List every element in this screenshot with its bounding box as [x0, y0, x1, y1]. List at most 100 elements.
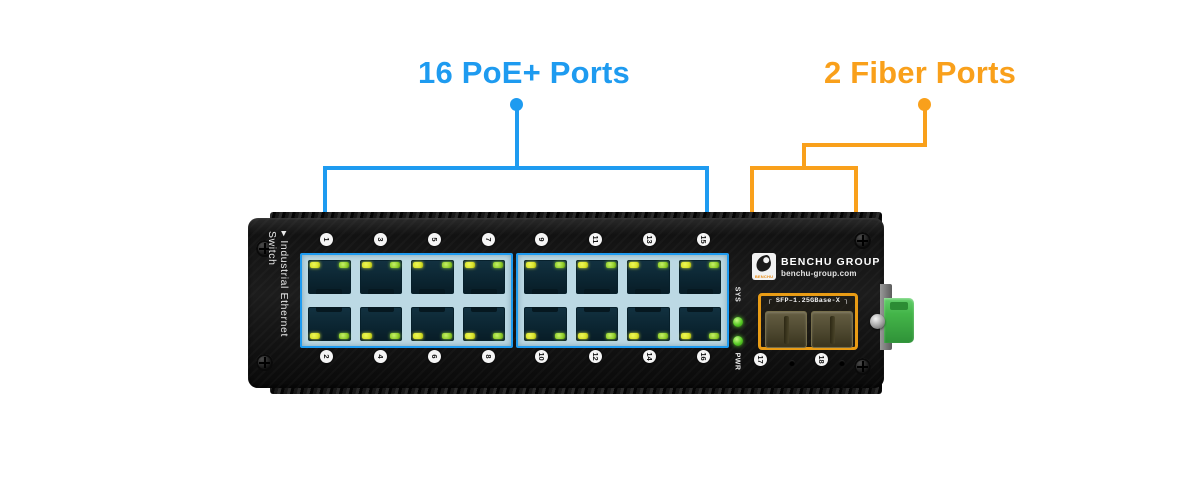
port-led-green: [709, 262, 719, 268]
port-number-badge: 11: [589, 233, 603, 246]
screw-icon: [854, 232, 871, 249]
port-led-green: [554, 262, 565, 268]
port-led-yellow: [577, 333, 588, 339]
port-led-green: [338, 262, 349, 268]
fiber-callout-drop: [802, 143, 806, 170]
rj45-port: [524, 307, 567, 341]
fiber-callout-bracket: [750, 166, 858, 220]
port-number-badge: 9: [535, 233, 549, 246]
pwr-led: [733, 336, 743, 346]
rj45-port-group-2: [516, 253, 729, 348]
side-model-label-line2: Switch: [266, 231, 278, 266]
port-led-yellow: [310, 333, 320, 339]
ground-screw-icon: [870, 314, 885, 329]
sfp-slot-1: [765, 311, 807, 348]
rj45-port: [462, 260, 505, 294]
rj45-port: [575, 260, 618, 294]
pinhole: [839, 360, 845, 366]
port-number-badge: 2: [320, 350, 334, 363]
port-number-badge: 13: [642, 233, 656, 246]
port-led-yellow: [680, 333, 691, 339]
port-led-green: [441, 333, 452, 339]
port-led-green: [390, 333, 400, 339]
rj45-port: [678, 260, 721, 294]
port-led-green: [657, 333, 668, 339]
port-number-badge: 8: [481, 350, 495, 363]
port-number-badge: 7: [481, 233, 495, 246]
brand-logo: BENCHU: [752, 253, 776, 280]
rj45-port: [678, 307, 721, 341]
rj45-port: [359, 260, 402, 294]
port-led-yellow: [680, 262, 691, 268]
port-number-badge: 17: [754, 353, 767, 366]
port-led-yellow: [464, 262, 475, 268]
fiber-callout-stem: [923, 104, 927, 146]
port-led-yellow: [526, 262, 536, 268]
port-led-yellow: [413, 262, 423, 268]
sys-led: [733, 317, 743, 327]
poe-callout-stem: [515, 104, 519, 168]
rj45-port: [627, 260, 670, 294]
poe-callout-bracket: [323, 166, 709, 218]
port-led-green: [709, 333, 719, 339]
port-led-yellow: [464, 333, 475, 339]
port-number-badge: 5: [427, 233, 441, 246]
port-number-badge: 4: [374, 350, 388, 363]
rj45-port: [411, 260, 454, 294]
port-led-yellow: [629, 333, 639, 339]
side-model-label-line1: ▸ Industrial Ethernet: [278, 231, 290, 338]
port-led-yellow: [361, 333, 372, 339]
port-led-green: [493, 333, 503, 339]
port-number-badge: 10: [535, 350, 549, 363]
port-number-badge: 15: [696, 233, 710, 246]
port-led-green: [606, 262, 616, 268]
port-number-badge: 1: [320, 233, 334, 246]
port-led-green: [441, 262, 452, 268]
rj45-port: [524, 260, 567, 294]
port-number-badge: 12: [589, 350, 603, 363]
rj45-port-group-1: [300, 253, 513, 348]
sfp-cage-label: ┌ SFP–1.25GBase-X ┐: [767, 297, 849, 305]
port-number-badge: 18: [815, 353, 828, 366]
poe-ports-label: 16 PoE+ Ports: [418, 55, 630, 90]
port-led-green: [390, 262, 400, 268]
rj45-port: [308, 260, 351, 294]
rj45-port: [411, 307, 454, 341]
device-reflection: ▸ Industrial Ethernet Switch 13579111315…: [248, 394, 928, 489]
screw-icon: [854, 358, 871, 375]
screw-icon: [256, 240, 273, 257]
port-led-yellow: [413, 333, 423, 339]
fiber-callout-elbow: [802, 143, 927, 147]
port-led-yellow: [310, 262, 320, 268]
port-led-yellow: [526, 333, 536, 339]
power-terminal-block: [884, 298, 914, 343]
brand-logo-text: BENCHU: [754, 274, 774, 279]
sfp-slot-2: [811, 311, 853, 348]
port-led-green: [338, 333, 349, 339]
port-led-yellow: [629, 262, 639, 268]
rj45-port: [462, 307, 505, 341]
screw-icon: [256, 354, 273, 371]
port-led-green: [493, 262, 503, 268]
brand-website: benchu-group.com: [781, 269, 857, 278]
port-number-badge: 3: [374, 233, 388, 246]
port-led-green: [606, 333, 616, 339]
sys-led-label: SYS: [733, 286, 741, 303]
port-led-yellow: [361, 262, 372, 268]
rj45-port: [575, 307, 618, 341]
pinhole: [789, 360, 795, 366]
brand-logo-icon: [754, 254, 773, 273]
port-number-badge: 16: [696, 350, 710, 363]
rj45-port: [359, 307, 402, 341]
port-led-yellow: [577, 262, 588, 268]
port-led-green: [657, 262, 668, 268]
pwr-led-label: PWR: [733, 352, 741, 371]
rj45-port: [308, 307, 351, 341]
fiber-ports-label: 2 Fiber Ports: [823, 55, 1017, 90]
sfp-cage: ┌ SFP–1.25GBase-X ┐: [758, 293, 858, 350]
port-number-badge: 6: [427, 350, 441, 363]
